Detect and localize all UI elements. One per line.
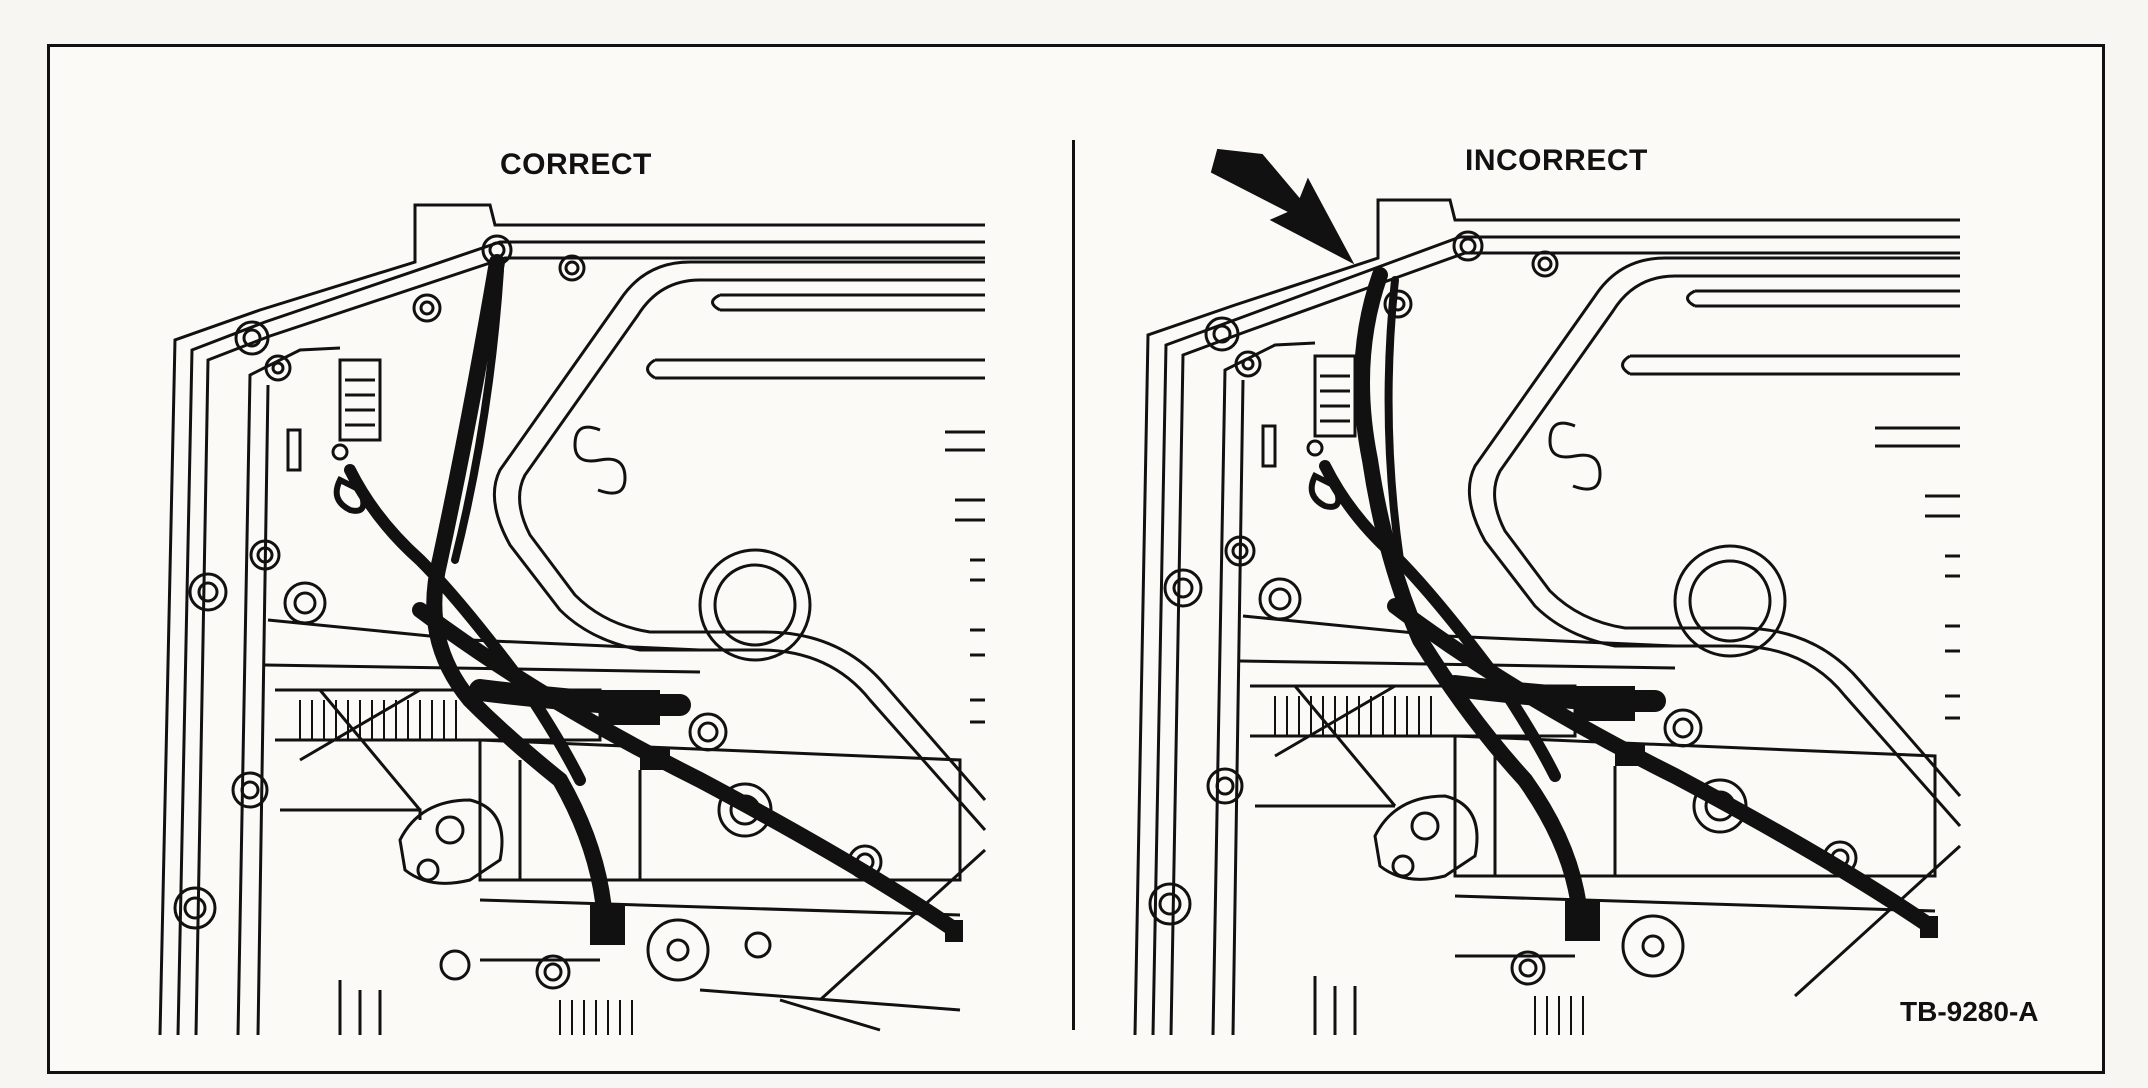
correct-label: CORRECT — [500, 148, 652, 181]
arrow-icon — [1210, 148, 1355, 265]
figure-frame — [47, 44, 2105, 1074]
incorrect-label: INCORRECT — [1465, 144, 1648, 177]
panel-divider — [1072, 140, 1075, 1030]
figure-id-label: TB-9280-A — [1900, 996, 2039, 1027]
